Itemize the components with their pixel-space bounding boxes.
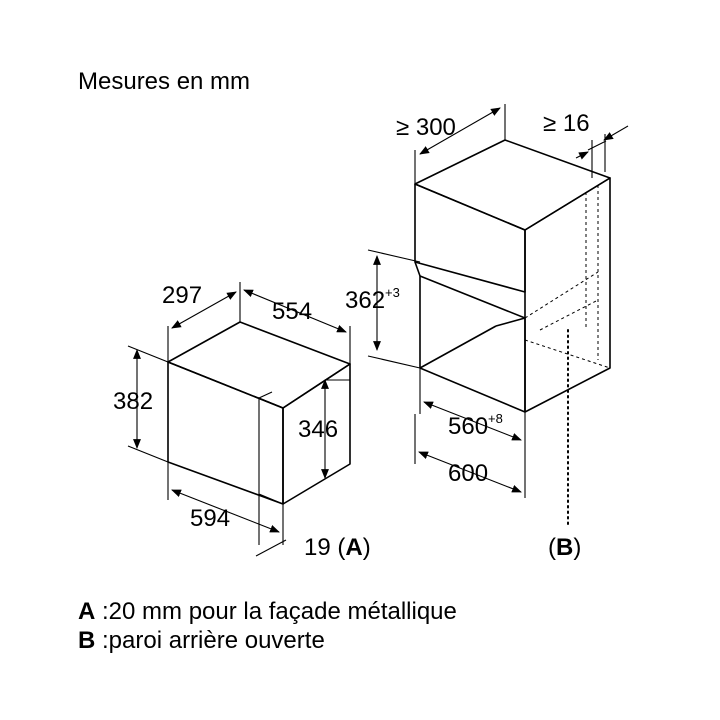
microwave-front-face (167, 361, 284, 505)
cabinet-drawing (367, 104, 629, 526)
dim-line-297 (171, 291, 237, 329)
cabinet-top-face (414, 139, 611, 231)
legend-item-b: B :paroi arrière ouverte (78, 627, 325, 654)
label-min-300: ≥ 300 (396, 114, 456, 141)
label-width-594: 594 (190, 505, 231, 532)
label-width-554: 554 (272, 298, 313, 325)
dim-line-19 (255, 539, 287, 557)
legend-item-a: A :20 mm pour la façade métallique (78, 598, 457, 625)
cabinet-side-face (524, 177, 611, 413)
microwave-top-face (167, 321, 351, 409)
niche-opening (419, 275, 526, 413)
dim-line-300 (419, 107, 501, 155)
label-min-16: ≥ 16 (543, 110, 590, 137)
label-cabinet-depth-600: 600 (448, 460, 489, 487)
units-title: Mesures en mm (78, 68, 251, 95)
label-height-382: 382 (113, 388, 154, 415)
dim-line-600 (418, 451, 522, 493)
label-niche-height: 362+3 (345, 285, 400, 314)
label-rear-ref: (B) (548, 534, 582, 561)
label-inner-height-346: 346 (298, 416, 339, 443)
dim-line-16 (587, 140, 607, 151)
label-depth-297: 297 (162, 282, 203, 309)
dim-line-554 (243, 289, 347, 333)
dim-line-594 (171, 489, 280, 533)
cabinet-upper-front (414, 183, 526, 293)
label-front-offset: 19 (A) (304, 534, 371, 561)
label-niche-depth: 560+8 (448, 411, 503, 440)
microwave-door-panel (258, 397, 284, 505)
microwave-drawing (127, 282, 351, 557)
dim-line-560 (423, 401, 522, 441)
